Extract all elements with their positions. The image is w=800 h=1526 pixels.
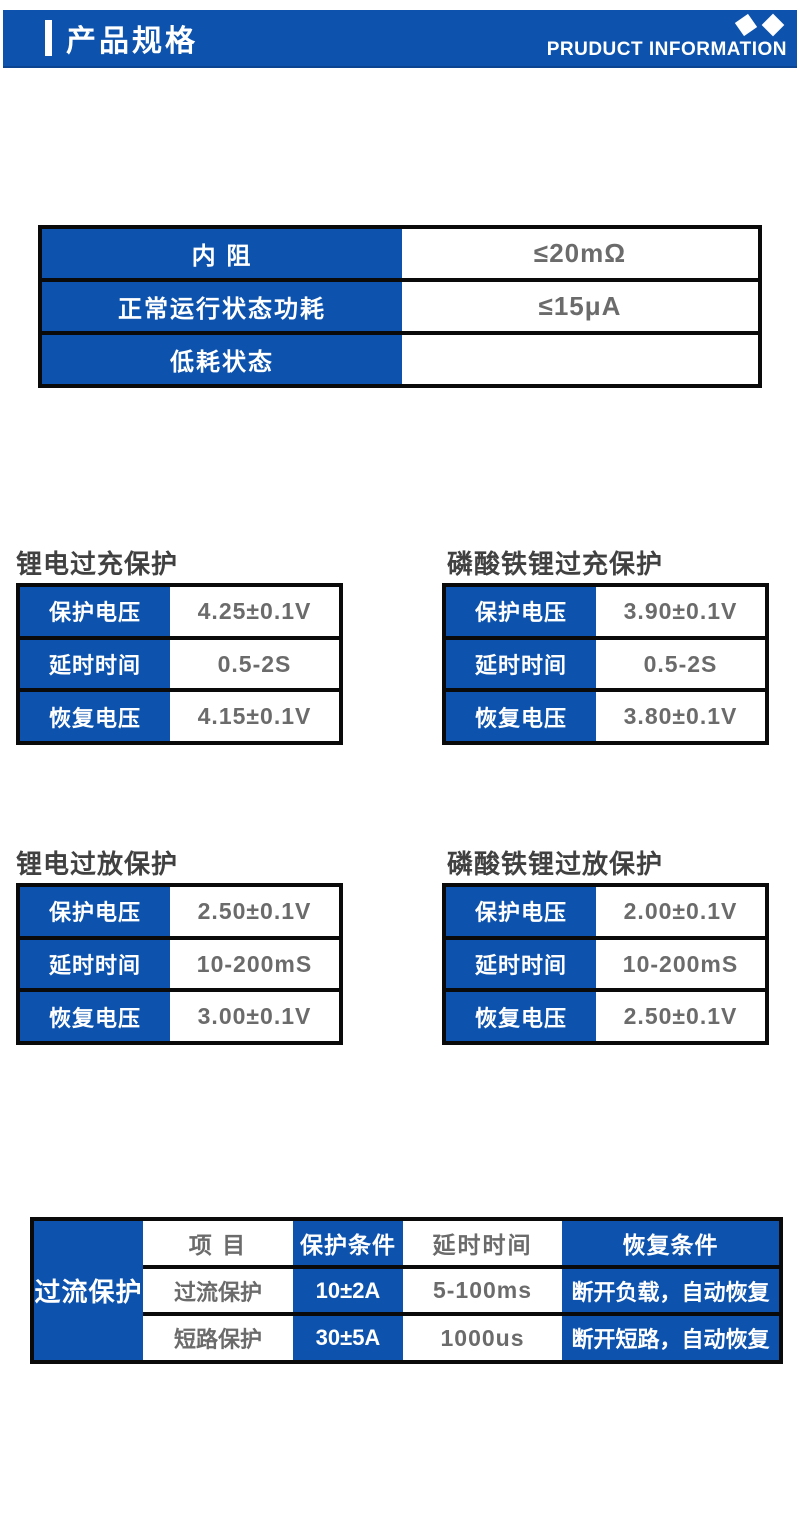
overcurrent-table-body: 项 目 保护条件 延时时间 恢复条件 过流保护 10±2A 5-100ms 断开…	[143, 1221, 779, 1361]
lifepo4-overdischarge-table: 保护电压 2.00±0.1V 延时时间 10-200mS 恢复电压 2.50±0…	[442, 883, 769, 1045]
param-label: 保护电压	[446, 887, 596, 936]
param-value: 3.90±0.1V	[596, 587, 765, 636]
diamond-icon	[761, 13, 785, 37]
table-row: 延时时间 10-200mS	[20, 939, 339, 989]
table-row: 低耗状态	[42, 335, 758, 384]
row-delay-time: 1000us	[403, 1316, 562, 1361]
header-band: 产品规格 PRUDUCT INFORMATION	[3, 10, 797, 68]
spec-label: 正常运行状态功耗	[42, 282, 402, 331]
table-row: 延时时间 0.5-2S	[20, 639, 339, 689]
spec-value: ≤20mΩ	[402, 229, 758, 278]
diamond-icon	[734, 13, 758, 37]
section-title-lifepo4-overcharge: 磷酸铁锂过充保护	[447, 549, 664, 579]
param-label: 延时时间	[446, 939, 596, 989]
table-row: 恢复电压 3.80±0.1V	[446, 692, 765, 742]
table-row: 正常运行状态功耗 ≤15μA	[42, 282, 758, 331]
table-row: 延时时间 10-200mS	[446, 939, 765, 989]
overcurrent-group-label: 过流保护	[34, 1221, 143, 1360]
row-item: 过流保护	[143, 1268, 293, 1313]
lifepo4-overcharge-table: 保护电压 3.90±0.1V 延时时间 0.5-2S 恢复电压 3.80±0.1…	[442, 583, 769, 745]
table-row: 保护电压 3.90±0.1V	[446, 587, 765, 636]
param-label: 延时时间	[20, 939, 170, 989]
row-recover-condition: 断开短路，自动恢复	[562, 1316, 779, 1361]
param-label: 延时时间	[446, 639, 596, 689]
section-title-li-overdischarge: 锂电过放保护	[16, 849, 179, 879]
param-value: 10-200mS	[596, 939, 765, 989]
param-label: 保护电压	[20, 887, 170, 936]
param-value: 3.00±0.1V	[170, 992, 339, 1042]
param-label: 恢复电压	[446, 992, 596, 1042]
overcurrent-table: 过流保护 项 目 保护条件 延时时间 恢复条件 过流保护 10±2A 5-100…	[30, 1217, 783, 1364]
table-row: 恢复电压 4.15±0.1V	[20, 692, 339, 742]
param-label: 保护电压	[446, 587, 596, 636]
param-value: 2.50±0.1V	[596, 992, 765, 1042]
spec-table: 内 阻 ≤20mΩ 正常运行状态功耗 ≤15μA 低耗状态	[38, 225, 762, 388]
param-value: 10-200mS	[170, 939, 339, 989]
li-overdischarge-table: 保护电压 2.50±0.1V 延时时间 10-200mS 恢复电压 3.00±0…	[16, 883, 343, 1045]
row-item: 短路保护	[143, 1316, 293, 1361]
header-item: 项 目	[143, 1221, 293, 1265]
spec-label: 内 阻	[42, 229, 402, 278]
param-value: 3.80±0.1V	[596, 692, 765, 742]
header-recover-condition: 恢复条件	[562, 1221, 779, 1265]
spec-value: ≤15μA	[402, 282, 758, 331]
table-row: 保护电压 2.50±0.1V	[20, 887, 339, 936]
table-header-row: 项 目 保护条件 延时时间 恢复条件	[143, 1221, 779, 1265]
table-row: 过流保护 10±2A 5-100ms 断开负载，自动恢复	[143, 1268, 779, 1313]
section-title-li-overcharge: 锂电过充保护	[16, 549, 179, 579]
param-label: 恢复电压	[20, 992, 170, 1042]
param-label: 延时时间	[20, 639, 170, 689]
diamond-icons	[547, 13, 785, 37]
spec-value	[402, 335, 758, 384]
header-right: PRUDUCT INFORMATION	[546, 13, 787, 61]
row-protect-condition: 30±5A	[293, 1316, 403, 1361]
table-row: 恢复电压 3.00±0.1V	[20, 992, 339, 1042]
header-accent-bar	[45, 20, 52, 56]
table-row: 内 阻 ≤20mΩ	[42, 229, 758, 278]
page-title: 产品规格	[66, 25, 198, 58]
spec-label: 低耗状态	[42, 335, 402, 384]
table-row: 短路保护 30±5A 1000us 断开短路，自动恢复	[143, 1316, 779, 1361]
row-protect-condition: 10±2A	[293, 1268, 403, 1313]
param-value: 4.15±0.1V	[170, 692, 339, 742]
row-recover-condition: 断开负载，自动恢复	[562, 1268, 779, 1313]
param-value: 4.25±0.1V	[170, 587, 339, 636]
param-value: 0.5-2S	[596, 639, 765, 689]
table-row: 恢复电压 2.50±0.1V	[446, 992, 765, 1042]
page-subtitle: PRUDUCT INFORMATION	[546, 39, 787, 60]
li-overcharge-table: 保护电压 4.25±0.1V 延时时间 0.5-2S 恢复电压 4.15±0.1…	[16, 583, 343, 745]
param-label: 恢复电压	[20, 692, 170, 742]
row-delay-time: 5-100ms	[403, 1268, 562, 1313]
param-label: 保护电压	[20, 587, 170, 636]
param-label: 恢复电压	[446, 692, 596, 742]
header-delay-time: 延时时间	[403, 1221, 562, 1265]
table-row: 保护电压 2.00±0.1V	[446, 887, 765, 936]
table-row: 保护电压 4.25±0.1V	[20, 587, 339, 636]
section-title-lifepo4-overdischarge: 磷酸铁锂过放保护	[447, 849, 664, 879]
table-row: 延时时间 0.5-2S	[446, 639, 765, 689]
param-value: 2.50±0.1V	[170, 887, 339, 936]
param-value: 0.5-2S	[170, 639, 339, 689]
param-value: 2.00±0.1V	[596, 887, 765, 936]
header-protect-condition: 保护条件	[293, 1221, 403, 1265]
